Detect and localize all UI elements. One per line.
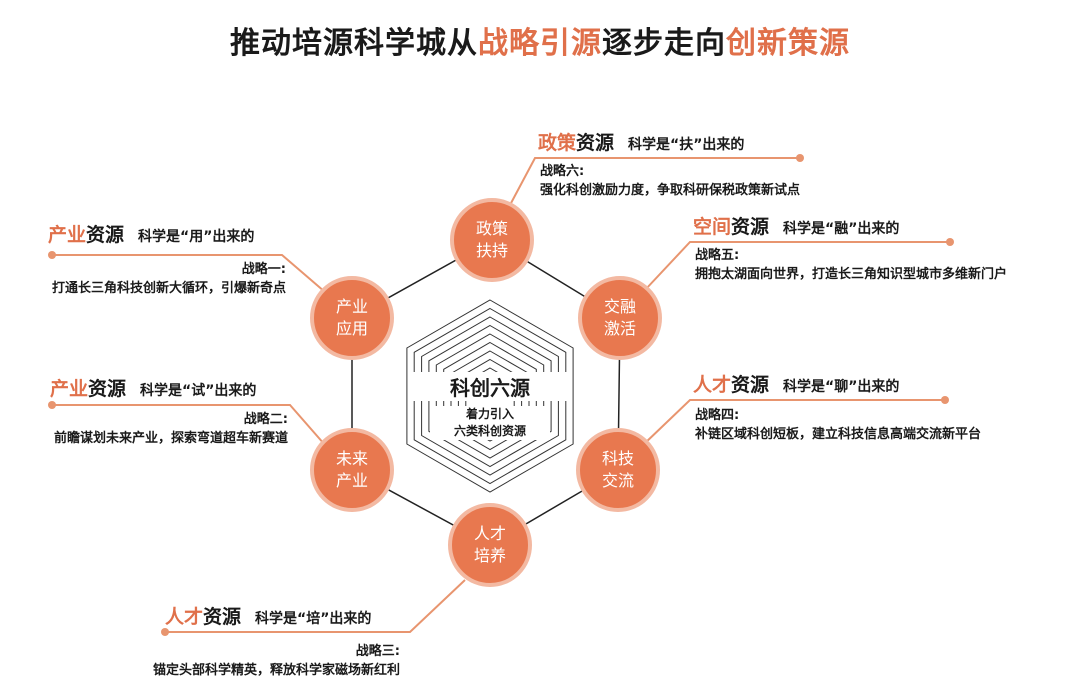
node-fusion: 交融激活	[578, 276, 662, 360]
leader-lines	[52, 157, 950, 633]
hexagon-ring	[413, 307, 567, 485]
label-industry-2-strategy: 战略二:前瞻谋划未来产业，探索弯道超车新赛道	[53, 412, 288, 446]
page-title: 推动培源科学城从战略引源逐步走向创新策源	[230, 26, 850, 61]
label-industry-1-strategy: 战略一:打通长三角科技创新大循环，引爆新奇点	[51, 262, 286, 296]
label-talent-right-header: 人才资源科学是“聊”出来的	[693, 374, 900, 396]
leader-dots	[48, 154, 954, 636]
label-industry-2-header: 产业资源科学是“试”出来的	[50, 378, 257, 400]
hexagon-ring	[406, 299, 574, 493]
center-title: 科创六源	[410, 372, 570, 401]
hexagon-ring	[421, 316, 559, 476]
label-space-strategy: 战略五:拥抱太湖面向世界，打造长三角知识型城市多维新门户	[695, 248, 1008, 282]
label-talent-right-strategy: 战略四:补链区域科创短板，建立科技信息高端交流新平台	[695, 408, 982, 442]
label-policy-strategy: 战略六:强化科创激励力度，争取科研保税政策新试点	[540, 164, 801, 198]
center-subtitle: 着力引入六类科创资源	[430, 406, 550, 440]
hexagon-ring	[443, 341, 537, 451]
node-future-industry: 未来产业	[310, 428, 394, 512]
node-industry-app: 产业应用	[310, 276, 394, 360]
hexagon-ring	[428, 324, 552, 468]
label-policy-header: 政策资源科学是“扶”出来的	[538, 132, 745, 154]
hexagon-ring	[435, 333, 545, 459]
label-space-header: 空间资源科学是“融”出来的	[693, 216, 900, 238]
label-industry-1-header: 产业资源科学是“用”出来的	[48, 224, 255, 246]
node-talent: 人才培养	[448, 503, 532, 587]
label-talent-bottom-header: 人才资源科学是“培”出来的	[165, 606, 372, 628]
node-policy: 政策扶持	[450, 198, 534, 282]
label-talent-bottom-strategy: 战略三:锚定头部科学精英，释放科学家磁场新红利	[152, 644, 400, 678]
node-tech-exchange: 科技交流	[576, 428, 660, 512]
